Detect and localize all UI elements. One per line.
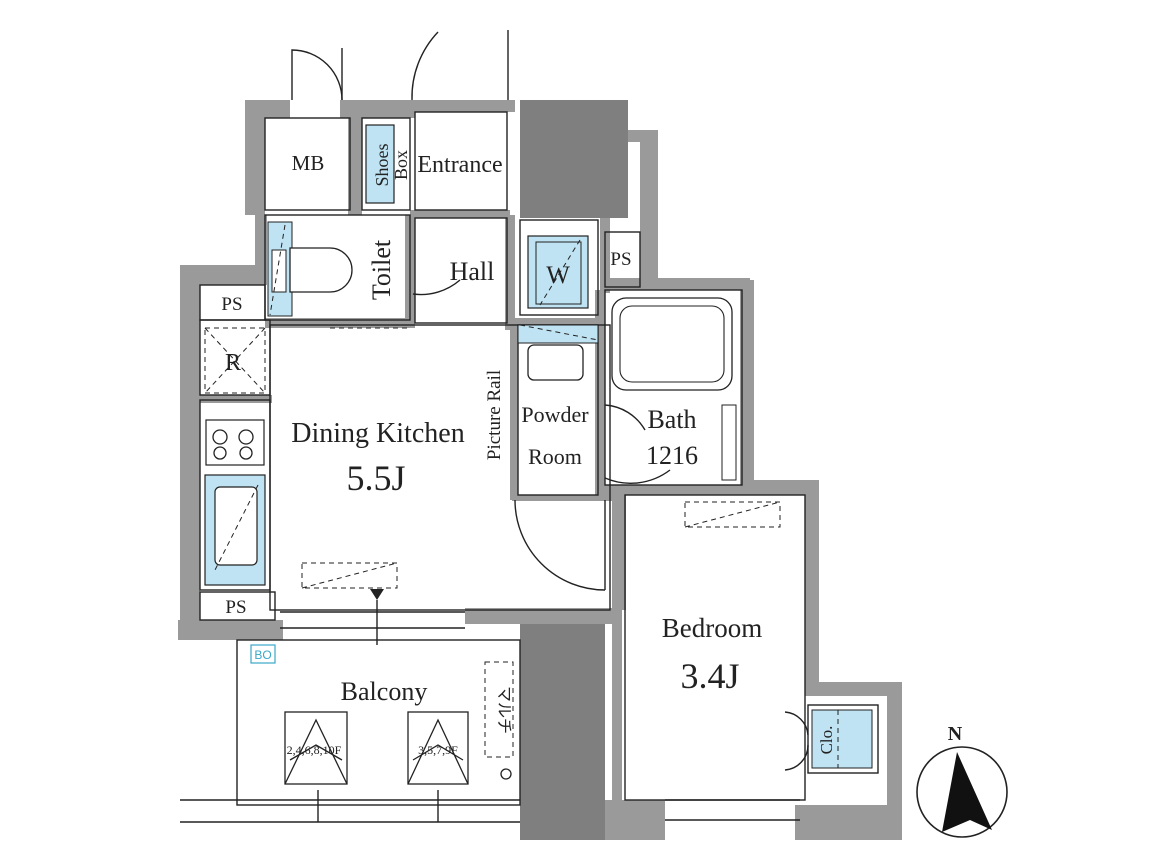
vent-boxes (284, 711, 512, 785)
vent-odd-label: 3,5,7,9F (418, 743, 458, 757)
ps-left-label: PS (221, 294, 242, 315)
toilet-label: Toilet (367, 239, 396, 300)
bath-label: Bath (647, 405, 696, 434)
hall-label: Hall (450, 257, 495, 286)
toilet-icon (289, 247, 353, 293)
bo-tag-box (250, 644, 276, 664)
vanity (517, 324, 599, 344)
vent-even-label: 2,4,6,8,10F (287, 743, 342, 757)
doors (291, 30, 809, 822)
bedroom-size: 3.4J (680, 656, 739, 696)
bedroom-label: Bedroom (662, 613, 763, 643)
entrance-label: Entrance (417, 152, 502, 178)
dining-kitchen-size: 5.5J (346, 458, 405, 498)
dining-kitchen-label: Dining Kitchen (291, 418, 464, 449)
multi-label: マルチ (495, 686, 512, 734)
balcony-label: Balcony (341, 677, 428, 706)
shoes-box-label-1: Shoes (372, 143, 392, 186)
ps-top-label: PS (610, 249, 631, 270)
powder-room-label-2: Room (528, 444, 582, 469)
window-marker-icon (370, 589, 384, 600)
compass-arrow-icon (942, 752, 992, 832)
ps-bottom-label: PS (225, 597, 246, 618)
closet-fixture (811, 709, 873, 769)
walls (178, 100, 902, 840)
picture-rail-label: Picture Rail (484, 370, 505, 460)
dashed-lines (204, 224, 839, 768)
refrigerator-label: R (225, 350, 241, 376)
fixtures (204, 124, 873, 769)
shoes-box (365, 124, 395, 204)
outline-lines (180, 111, 879, 823)
closet-label: Clo. (817, 726, 836, 755)
mb-label: MB (292, 151, 325, 175)
bo-tag: BO (254, 648, 271, 662)
shoes-box-label-2: Box (391, 150, 411, 180)
powder-room-label-1: Powder (521, 402, 589, 427)
compass-n-label: N (948, 723, 963, 745)
labels: MB Shoes Box Entrance Toilet Hall W PS P… (221, 143, 836, 757)
washer-label: W (546, 262, 570, 289)
bath-size-label: 1216 (646, 441, 698, 470)
compass-ring (916, 746, 1008, 838)
washer-pan (527, 235, 589, 309)
compass: N (916, 723, 1008, 838)
